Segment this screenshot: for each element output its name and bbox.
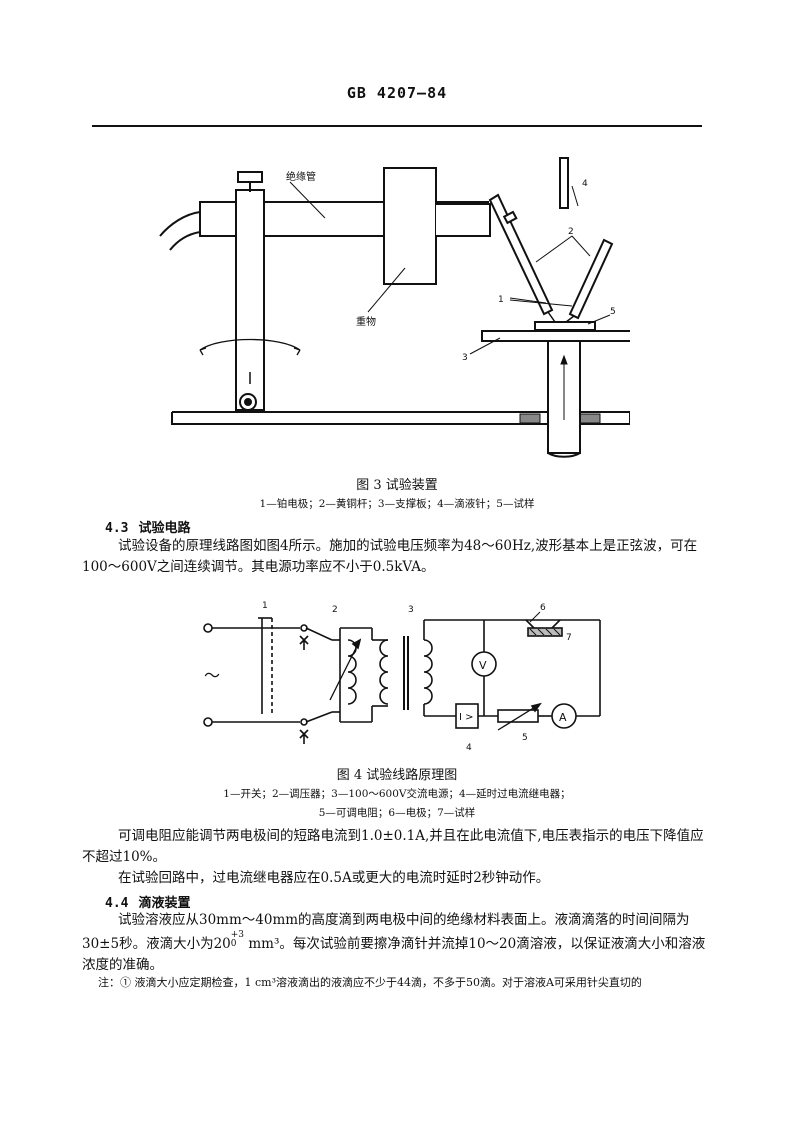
symbol-voltmeter: V xyxy=(479,659,487,672)
symbol-relay: I > xyxy=(459,712,474,723)
section-4-3-heading: 4.3 试验电路 xyxy=(105,517,191,536)
paragraph-current-adjustment: 可调电阻应能调节两电极间的短路电流到1.0±0.1A,并且在此电流值下,电压表指… xyxy=(82,828,704,865)
section-number: 4.3 xyxy=(105,521,129,536)
symbol-ac: ～ xyxy=(204,666,220,685)
test-specimen xyxy=(527,627,563,637)
paragraph-relay: 在试验回路中，过电流继电器应在0.5A或更大的电流时延时2秒钟动作。 xyxy=(118,870,550,886)
callout-3: 3 xyxy=(462,353,468,363)
voltmeter xyxy=(471,651,497,677)
tolerance-upper: +3 xyxy=(230,930,245,940)
transformer-primary xyxy=(379,639,389,705)
section-title: 滴液装置 xyxy=(138,896,191,911)
callout-1: 1 xyxy=(498,295,504,305)
section-4-4-paragraph: 试验溶液应从30mm～40mm的高度滴到两电极中间的绝缘材料表面上。液滴滴落的时… xyxy=(82,910,712,976)
terminal-top xyxy=(203,623,213,633)
transformer-secondary xyxy=(423,639,433,705)
section-4-3-paragraph: 试验设备的原理线路图如图4所示。施加的试验电压频率为48～60Hz,波形基本上是… xyxy=(82,538,698,575)
rotation-arc xyxy=(199,338,301,351)
adjustable-resistor xyxy=(497,709,539,723)
figure-3-test-apparatus: 绝缘管 重物 1 2 3 4 5 xyxy=(150,150,630,460)
figure-3-legend: 1—铂电极；2—黄铜杆；3—支撑板；4—滴液针；5—试样 xyxy=(259,498,535,510)
page-header: GB 4207—84 xyxy=(346,84,448,102)
figure-3-caption: 图 3 试验装置 xyxy=(356,478,438,493)
paragraph-text-b: mm³。每次试验前要擦净滴针并流掉10～20滴溶液，以保证液滴大小和溶液浓度的准… xyxy=(82,936,706,973)
section-number: 4.4 xyxy=(105,896,129,911)
regulator-coil xyxy=(347,639,357,705)
callout-6: 6 xyxy=(540,603,546,613)
label-insulating-tube: 绝缘管 xyxy=(286,170,316,183)
terminal-bottom xyxy=(203,717,213,727)
callout-4: 4 xyxy=(582,179,588,189)
figure-4-circuit-diagram: ～ V A I > 1 2 3 4 5 6 7 xyxy=(190,595,610,765)
label-weight: 重物 xyxy=(356,315,376,328)
callout-1: 1 xyxy=(262,601,268,611)
callout-3: 3 xyxy=(408,605,414,615)
brass-rod-left xyxy=(488,193,554,316)
brass-rod-right xyxy=(568,238,614,320)
callout-2: 2 xyxy=(332,605,338,615)
figure-4-legend-line-2: 5—可调电阻；6—电极；7—试样 xyxy=(318,807,476,819)
note-droplet-size: 注：① 液滴大小应定期检查，1 cm³溶液滴出的液滴应不少于44滴，不多于50滴… xyxy=(98,976,642,989)
callout-4: 4 xyxy=(466,743,472,753)
drip-needle xyxy=(559,157,569,209)
support-plate xyxy=(481,330,630,342)
cable xyxy=(159,211,201,251)
figure-4-caption: 图 4 试验线路原理图 xyxy=(336,768,458,783)
post-knob xyxy=(237,171,263,183)
symbol-ammeter: A xyxy=(559,711,567,724)
callout-2: 2 xyxy=(568,227,574,237)
section-title: 试验电路 xyxy=(138,521,191,536)
figure-4-legend-line-1: 1—开关；2—调压器；3—100～600V交流电源；4—延时过电流继电器； xyxy=(223,788,571,800)
specimen xyxy=(534,321,596,331)
callout-5: 5 xyxy=(610,307,616,317)
header-rule xyxy=(92,125,702,127)
tolerance-lower: 0 xyxy=(230,939,237,949)
weight-block xyxy=(383,167,437,285)
section-4-4-heading: 4.4 滴液装置 xyxy=(105,892,191,911)
paragraph-text-a: 试验溶液应从30mm～40mm的高度滴到两电极中间的绝缘材料表面上。液滴滴落的时… xyxy=(82,912,690,952)
callout-5: 5 xyxy=(522,733,528,743)
callout-7: 7 xyxy=(566,633,572,643)
